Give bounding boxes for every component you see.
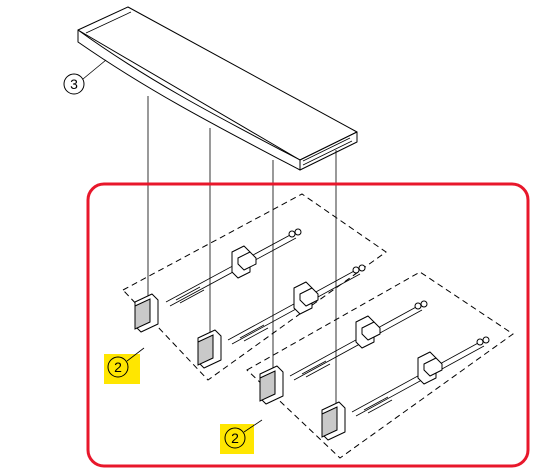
highlight-box xyxy=(86,182,530,468)
rod-assembly xyxy=(165,228,302,307)
callout-2-upper-label: 2 xyxy=(114,359,122,375)
mount-block xyxy=(321,401,346,441)
callout-3[interactable]: 3 xyxy=(63,59,107,95)
mount-block xyxy=(134,293,159,333)
callout-2-upper[interactable]: 2 xyxy=(104,347,145,384)
rod-assembly xyxy=(289,300,428,381)
callout-3-label: 3 xyxy=(70,76,78,92)
cover-plate-part xyxy=(77,6,358,171)
mount-block xyxy=(259,365,284,405)
callout-2-lower[interactable]: 2 xyxy=(220,419,263,454)
callout-2-lower-label: 2 xyxy=(231,430,239,446)
mount-block xyxy=(197,329,222,369)
assembly-group-lower xyxy=(246,271,514,459)
assembly-group-upper xyxy=(122,193,387,381)
rod-assembly xyxy=(351,336,490,417)
vertical-leaders xyxy=(147,96,337,408)
rod-assembly xyxy=(227,264,366,345)
